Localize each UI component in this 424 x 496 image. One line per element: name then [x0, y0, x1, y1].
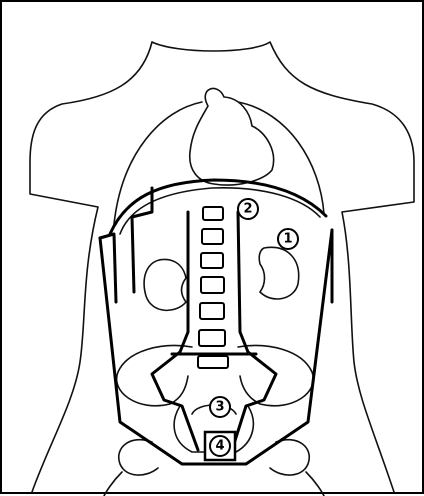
heart [190, 88, 274, 185]
marker-3: 3 [210, 397, 230, 417]
marker-3-label: 3 [215, 400, 224, 415]
spine [198, 207, 228, 368]
marker-4: 4 [205, 432, 235, 460]
marker-1-label: 1 [283, 232, 292, 247]
marker-4-label: 4 [215, 439, 224, 454]
marker-1: 1 [278, 229, 298, 249]
right-kidney [259, 247, 298, 299]
marker-2: 2 [238, 199, 258, 219]
left-kidney [144, 259, 186, 310]
marker-2-label: 2 [243, 202, 252, 217]
